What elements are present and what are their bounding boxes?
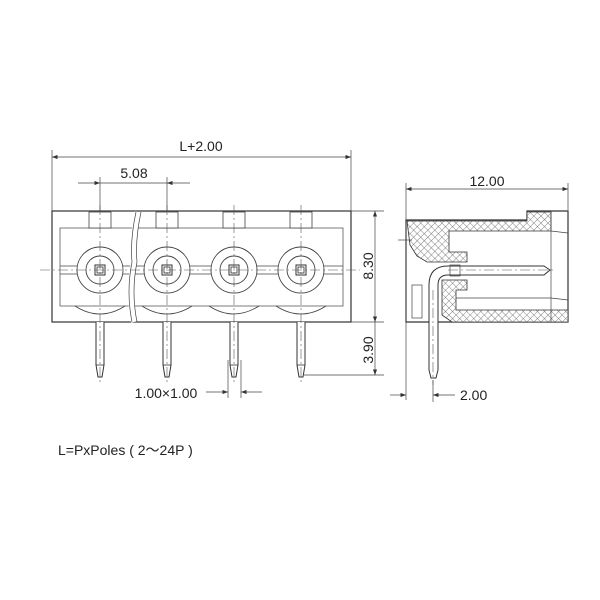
dim-pin-offset: 2.00 — [460, 387, 487, 403]
dim-body-height: 8.30 — [360, 252, 376, 279]
side-view — [398, 210, 569, 385]
dim-pin-length: 3.90 — [360, 336, 376, 363]
front-view — [40, 205, 360, 382]
side-dimensions: 12.00 2.00 — [390, 173, 569, 403]
front-dimensions: L+2.00 5.08 8.30 3.90 1.00×1.00 — [51, 138, 384, 401]
dim-overall-length: L+2.00 — [179, 138, 222, 154]
length-formula-note: L=PxPoles ( 2～24P ) — [58, 442, 193, 458]
dim-pitch: 5.08 — [120, 165, 147, 181]
front-inner-frame — [59, 227, 344, 307]
dim-depth: 12.00 — [469, 173, 504, 189]
dim-pin-section: 1.00×1.00 — [135, 385, 198, 401]
front-body — [51, 210, 352, 323]
